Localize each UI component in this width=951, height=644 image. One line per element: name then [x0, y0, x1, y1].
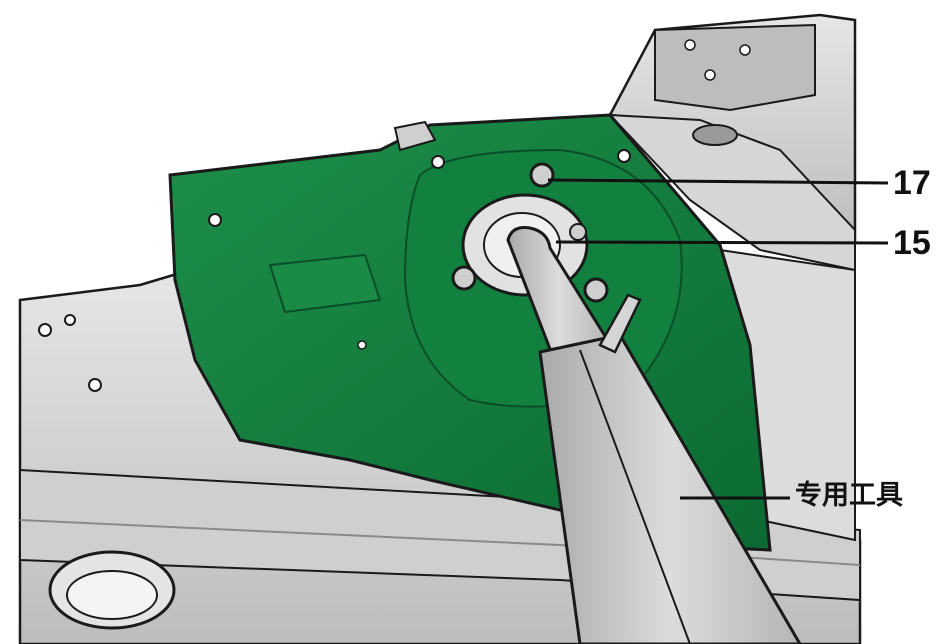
- leader-line-17: [547, 178, 889, 185]
- top-clip: [393, 120, 437, 152]
- special-tool-body: [538, 333, 802, 644]
- wheelhouse-recess: [268, 253, 382, 314]
- mount-bolt: [451, 265, 477, 291]
- panel-hole: [64, 314, 76, 326]
- sill-edge-line: [19, 519, 861, 566]
- leader-line-15: [555, 240, 889, 245]
- mount-bolt-17: [529, 162, 555, 188]
- panel-hole: [357, 340, 367, 350]
- panel-hole: [88, 378, 102, 392]
- panel-hole: [208, 213, 222, 227]
- mount-bolt: [583, 277, 609, 303]
- panel-hole: [38, 323, 52, 337]
- bracket-hole: [684, 39, 696, 51]
- panel-hole: [431, 155, 445, 169]
- bracket-hole: [704, 69, 716, 81]
- callout-label-15: 15: [893, 224, 931, 262]
- callout-label-17: 17: [893, 164, 931, 202]
- mount-bolt: [569, 223, 587, 241]
- callout-label-special-tool: 专用工具: [795, 480, 903, 511]
- jack-point-inner: [66, 570, 158, 620]
- upper-bracket: [654, 23, 816, 112]
- bracket-hole: [739, 44, 751, 56]
- special-tool-shaft: [506, 226, 613, 364]
- strut-tower-hole: [692, 124, 738, 146]
- special-tool-edge: [579, 349, 691, 644]
- special-tool-pin: [598, 293, 642, 354]
- panel-hole: [617, 149, 631, 163]
